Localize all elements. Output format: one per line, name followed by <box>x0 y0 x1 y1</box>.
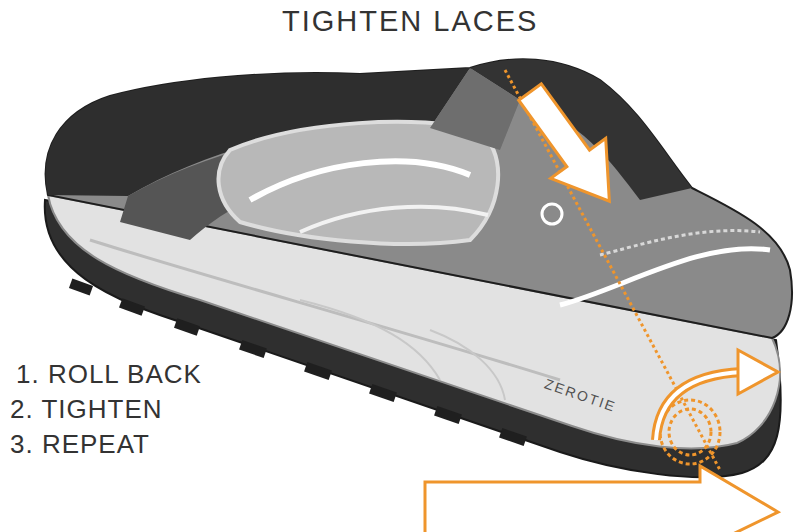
roll-arrow-head <box>738 350 778 394</box>
step-text: 2. TIGHTEN <box>10 395 163 424</box>
step-text: 1. ROLL BACK <box>16 360 202 389</box>
midsole-groove <box>300 300 440 380</box>
lace-cover <box>430 68 520 150</box>
heel-counter <box>560 249 770 305</box>
mesh-stripe <box>300 207 488 232</box>
mesh-stripe <box>250 161 470 200</box>
mesh-panel <box>219 122 499 244</box>
dial-circle <box>669 409 711 455</box>
brand-ring <box>542 204 562 224</box>
roll-arrow <box>656 372 742 440</box>
shoe-upper <box>46 59 792 338</box>
pull-arrow <box>502 72 636 221</box>
direction-arrow <box>425 466 778 532</box>
heel-counter <box>600 231 760 255</box>
roll-arrow <box>656 372 742 440</box>
diagram-title: TIGHTEN LACES <box>282 6 538 38</box>
step-text: 3. REPEAT <box>10 430 150 459</box>
midsole-groove <box>430 330 505 400</box>
lace-path-dotted <box>505 70 720 470</box>
